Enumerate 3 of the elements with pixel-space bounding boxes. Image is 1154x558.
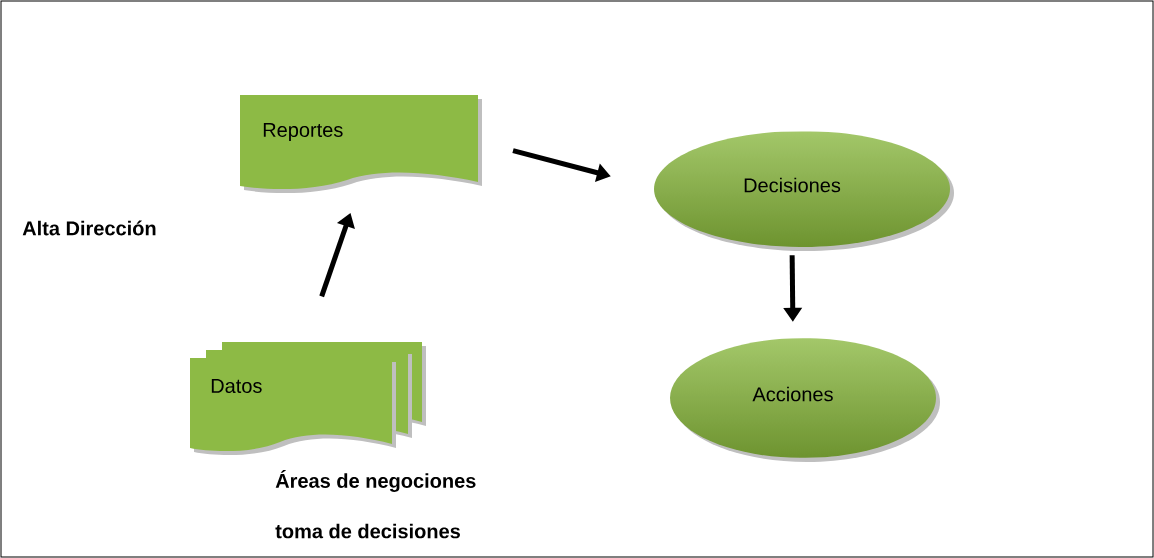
text-label: Alta Dirección xyxy=(22,220,156,236)
text-label: Áreas de negociones xyxy=(275,470,476,492)
text-label: toma de decisiones xyxy=(275,523,460,539)
